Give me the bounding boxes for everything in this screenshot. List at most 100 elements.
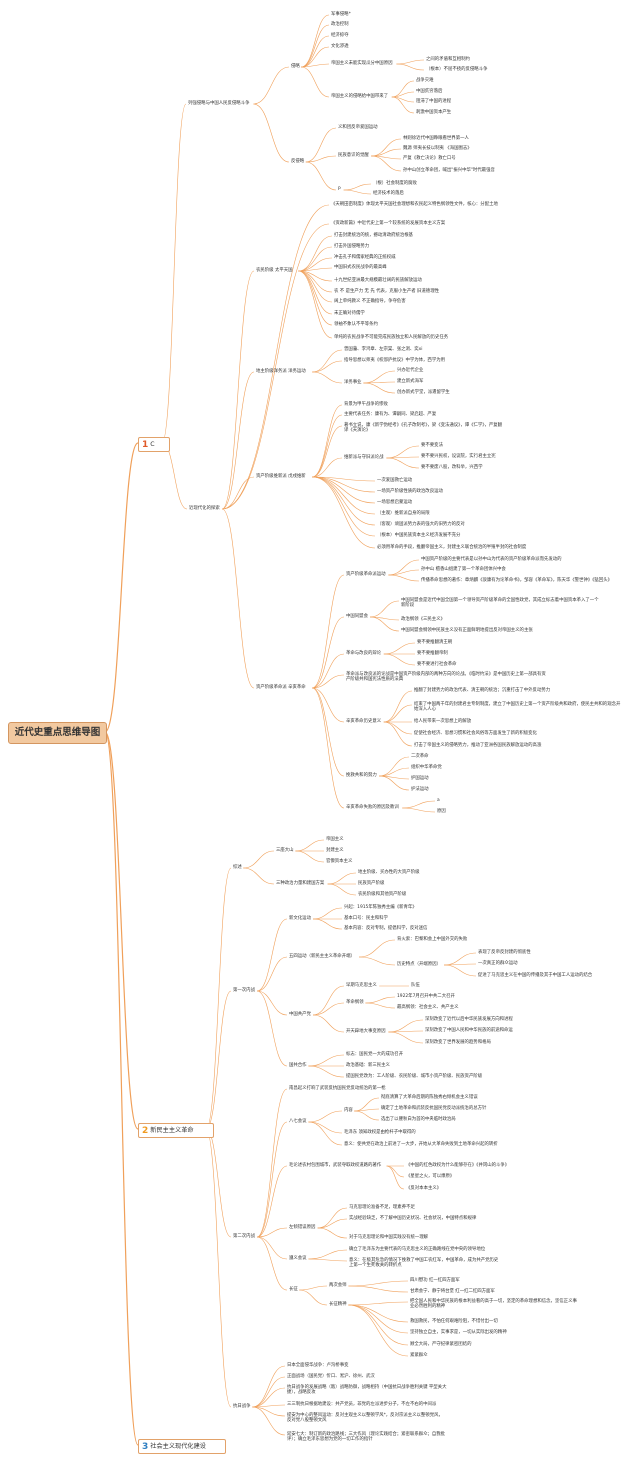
mindmap-node[interactable]: 主要代表任务：康有为、谭嗣同、梁启超、严复	[344, 412, 437, 417]
mindmap-node[interactable]: 八七会议	[289, 1119, 307, 1124]
mindmap-node[interactable]: 三种政治力量和建国方案	[276, 881, 325, 886]
mindmap-node[interactable]: 资产阶级革命派 辛亥革命	[256, 685, 306, 690]
mindmap-node[interactable]: 中国贫穷落后	[416, 89, 443, 94]
mindmap-node[interactable]: 深刻改变了近代以后中华民族发展方向和进程	[425, 1017, 513, 1022]
mindmap-node[interactable]: 魏源 师夷长技以制夷 《海国图志》	[403, 146, 472, 151]
mindmap-node[interactable]: 五四运动（新民主主义革命开端）	[289, 954, 355, 959]
mindmap-node[interactable]: 孙中山创立革命团，喊出"振兴中华"时代最强音	[403, 168, 495, 173]
mindmap-node[interactable]: 中国旧式农民战争的最高峰	[334, 265, 387, 270]
mindmap-node[interactable]: 农 不 是生产力 无 先 代表，克服小生产者 旧道德理性	[334, 289, 439, 294]
mindmap-node[interactable]: 必须用革命的手段，推翻帝国主义，封建主义联合统治的半殖半封的社会制度	[377, 545, 527, 550]
mindmap-node[interactable]: 政治纲领《三民主义》	[401, 617, 445, 622]
mindmap-node[interactable]: 延安七大：制订新的政治路线；三大作风（理论实践结合；紧密联系群众；自我批评）；确…	[287, 1432, 446, 1443]
mindmap-node[interactable]: （根本）中国民族资本主义经济发展不充分	[377, 533, 461, 538]
mindmap-node[interactable]: （客观）顽固派势力表的强大的旧势力的反对	[377, 522, 465, 527]
mindmap-node[interactable]: 中国共产党	[289, 1012, 311, 1017]
mindmap-node[interactable]: 刺激中国资本产生	[416, 110, 452, 115]
mindmap-node[interactable]: 冲击孔子和儒家经典的正统权威	[334, 255, 396, 260]
mindmap-node[interactable]: 顾全大局，严守纪律紧密团结的	[410, 1342, 472, 1347]
mindmap-node[interactable]: 抗日战争	[233, 1404, 251, 1409]
mindmap-node[interactable]: 一次爱国救亡运动	[377, 478, 413, 483]
mindmap-node[interactable]: 第二次内战	[233, 1234, 255, 1239]
mindmap-node[interactable]: 毛论述农村包围城市，武装夺取政权道路的著作	[289, 1163, 382, 1168]
mindmap-node[interactable]: 要不要推翻帝制	[417, 651, 448, 656]
mindmap-node[interactable]: 三座大山	[276, 848, 294, 853]
mindmap-node[interactable]: 曾国藩、李鸿章、左宗棠、张之洞、奕xi	[344, 347, 423, 352]
mindmap-node[interactable]: 左倾错误原因	[289, 1225, 316, 1230]
mindmap-node[interactable]: 要不要推翻清王朝	[417, 640, 453, 645]
mindmap-node[interactable]: a	[437, 798, 440, 803]
mindmap-node[interactable]: 义和团反帝爱国运动	[338, 125, 378, 130]
mindmap-node[interactable]: 早期马克思主义	[346, 983, 377, 988]
mindmap-node[interactable]: 提安为中心的整风运动：反对主观主义以整顿学风*，反对宗派主义以整顿党风，反对党八…	[287, 1413, 443, 1424]
mindmap-node[interactable]: 确定了土地革命和武装反抗国民党反动派统治的总方针	[381, 1106, 487, 1111]
mindmap-node[interactable]: 之间的矛盾和互相制约	[426, 57, 470, 62]
mindmap-node[interactable]: 标志：国民党一大的成功召开	[346, 1052, 404, 1057]
mindmap-node[interactable]: 严复《救亡决论》救亡口号	[403, 156, 456, 161]
mindmap-node[interactable]: 深刻改变了世界发展的趋势和格局	[425, 1040, 491, 1045]
mindmap-node[interactable]: 革命与改良的辩论	[346, 651, 382, 656]
mindmap-node[interactable]: 选出了以瞿秋白为首的中央临时政治局	[381, 1117, 456, 1122]
mindmap-node[interactable]: 资产阶级革命派运动	[346, 572, 386, 577]
mindmap-node[interactable]: 近现代化的探索	[189, 506, 220, 511]
mindmap-node[interactable]: 革命纲领	[346, 1000, 364, 1005]
mindmap-node[interactable]: 一场资产阶级性质的政治改良运动	[377, 489, 443, 494]
mindmap-node[interactable]: 组织中华革命党	[411, 765, 442, 770]
mindmap-node[interactable]: 背景为甲午战争的惨败	[344, 402, 388, 407]
mindmap-node[interactable]: 战争灾难	[416, 78, 434, 83]
mindmap-node[interactable]: 官僚资本主义	[326, 859, 353, 864]
mindmap-node[interactable]: 正面战场（国民党）忻口、淞沪、徐州、武汉	[287, 1374, 375, 1379]
mindmap-node[interactable]: 毛泽东 须知政权是由枪杆子中取得的	[344, 1130, 416, 1135]
mindmap-node[interactable]: 兴起：1915年陈独秀主编《新青年》	[344, 905, 417, 910]
mindmap-node[interactable]: 深刻改变了中国人民和中华民族的前途和命运	[425, 1028, 513, 1033]
mindmap-node[interactable]: 辛亥革命失败的原因及教训	[346, 805, 399, 810]
mindmap-node[interactable]: 三三制抗日根据地建设：共产党员，非党的左派进步分子，不左不右的中间派	[287, 1402, 437, 1407]
mindmap-node[interactable]: 中国同盟会是近代中国全国第一个领导资产阶级革命的全国性政党，其成立标志着中国资本…	[401, 598, 599, 609]
mindmap-node[interactable]: 要不要废八股，改科举，兴西学	[421, 465, 483, 470]
mindmap-node[interactable]: 基本内容：反对专制，提倡科学，反对迷信	[344, 926, 428, 931]
mindmap-node[interactable]: 洋务事业	[344, 380, 362, 385]
mindmap-node[interactable]: 中国同盟会纲领中民族主义没有正面鲜明地提出反对帝国主义的主张	[401, 628, 533, 633]
mindmap-node[interactable]: 地主阶级洋务派 洋务运动	[256, 369, 306, 374]
mindmap-node[interactable]: 打击外国侵略势力	[334, 244, 370, 249]
mindmap-node[interactable]: 确立了毛泽东为主要代表的马克思主义的正确路线在党中央的领导地位	[349, 1247, 486, 1252]
mindmap-node[interactable]: 紧紧群众	[410, 1353, 428, 1358]
mindmap-node[interactable]: 农民阶级和其他资产阶级	[358, 892, 407, 897]
mindmap-node[interactable]: 地主阶级、买办性的大资产阶级	[358, 870, 420, 875]
mindmap-node[interactable]: 农民阶级 太平天国	[256, 268, 293, 273]
mindmap-node[interactable]: 著书立说，康《新学伪经考》《孔子改制考》，梁《变法通议》，谭《仁学》，严复翻译《…	[344, 423, 503, 434]
mindmap-node[interactable]: 背火索：巴黎和会上中国外交的失败	[397, 937, 468, 942]
mindmap-node[interactable]: 意义：使共党在政治上前进了一大步，开始从大革命失败到土地革命兴起的转折	[344, 1142, 498, 1147]
mindmap-node[interactable]: 甘肃会宁、静宁将台堡 红一红二红四方面军	[410, 1289, 495, 1294]
mindmap-node[interactable]: 四川懋功 红一红四方面军	[410, 1278, 460, 1283]
mindmap-node[interactable]: 政治基础：新三民主义	[346, 1063, 390, 1068]
mindmap-node[interactable]: 促使社会经济、思想习惯和社会风俗等方面发生了新的积极变化	[414, 731, 537, 736]
mindmap-node[interactable]: 第一次内战	[233, 988, 255, 993]
mindmap-node[interactable]: 抗日战争的发展战略（敌）战略防御，战略相持（中国抗日战争胜利关键 平型关大捷），…	[287, 1385, 447, 1396]
mindmap-node[interactable]: 对于马克思理论和中国实践没有统一理解	[349, 1235, 429, 1240]
mindmap-node[interactable]: 推翻了封建势力的政治代表、清王朝的统治；沉重打击了中外反动势力	[414, 688, 551, 693]
mindmap-node[interactable]: 《星星之火，可以燎原》	[406, 1174, 455, 1179]
mindmap-node[interactable]: 建立新式海军	[397, 379, 424, 384]
mindmap-node[interactable]: 政治控制	[331, 22, 349, 27]
mindmap-node[interactable]: 领袖不象认不平等条约	[334, 322, 378, 327]
mindmap-node[interactable]: 要不要进行社会革命	[417, 662, 457, 667]
mindmap-node[interactable]: P	[338, 187, 341, 192]
mindmap-node[interactable]: 帝国主义未能实现瓜分中国原因	[331, 61, 393, 66]
mindmap-node[interactable]: 原因	[437, 809, 446, 814]
mindmap-node[interactable]: 把全国人民和中华民族的根本利益看的高于一切，坚定的革命理想和信念，坚信正义事业必…	[410, 1299, 577, 1310]
mindmap-node[interactable]: 民族意识的觉醒	[338, 153, 369, 158]
mindmap-node[interactable]: 要不要兴民权，设议院，实行君主立宪	[421, 454, 496, 459]
mindmap-node[interactable]: 队伍	[411, 983, 420, 988]
mindmap-node[interactable]: 兴办近代企业	[397, 368, 424, 373]
mindmap-node[interactable]: 开天辟地大事变原因	[346, 1029, 386, 1034]
mindmap-node[interactable]: 促进了马克思主义在中国的传播及其于中国工人运动的结合	[478, 973, 593, 978]
mindmap-node[interactable]: 表现了反帝反封建的彻底性	[478, 950, 531, 955]
mindmap-node[interactable]: 坚持独立自主，实事求是，一切从实际出发的精神	[410, 1330, 507, 1335]
mindmap-node[interactable]: （根本）不屈不挠的反侵略斗争	[426, 67, 488, 72]
mindmap-node[interactable]: 反侵略	[291, 159, 305, 164]
mindmap-node[interactable]: 阔上单纯教义 不正确指导，争夺危害	[334, 299, 406, 304]
